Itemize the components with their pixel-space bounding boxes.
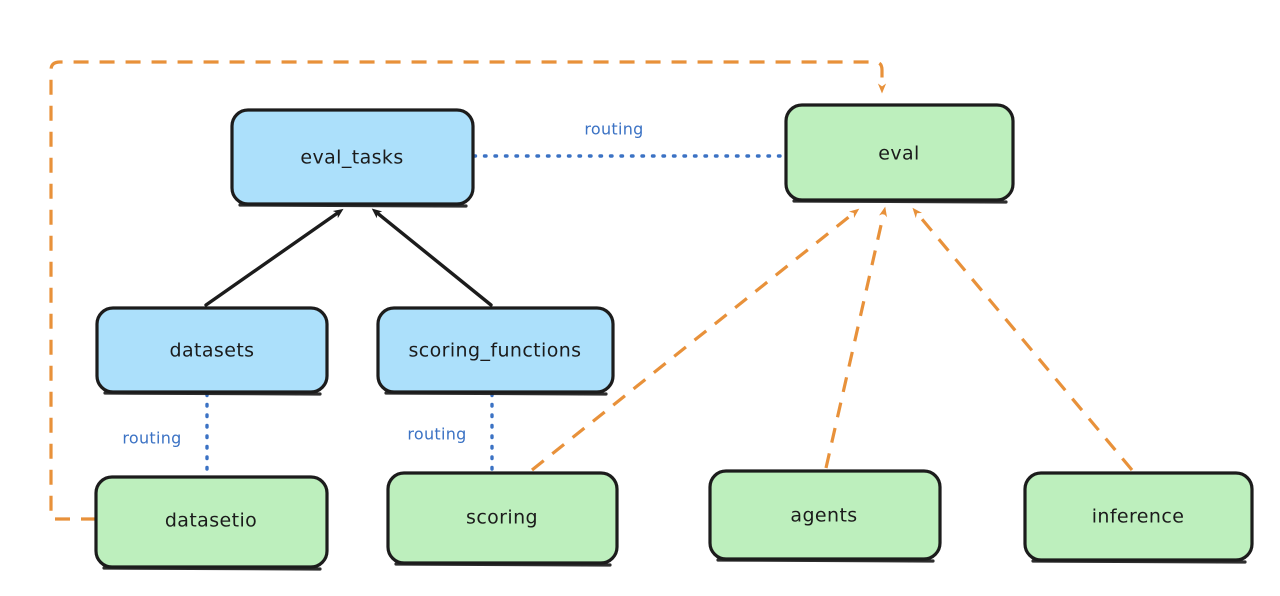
node-eval-shape [784,103,1015,202]
node-agents-shape [708,469,942,561]
node-scoring-shape [386,471,619,565]
node-inference-label: inference [1092,506,1185,528]
edge-scoring-eval [531,208,860,472]
node-scoring-label: scoring [466,507,538,529]
node-agents-label: agents [790,505,857,527]
node-eval-tasks-shape [230,108,475,206]
edge-datasetio-eval [49,60,887,521]
node-datasets-label: datasets [170,340,255,362]
node-inference-shape [1023,471,1254,562]
node-scoring[interactable]: scoring [386,471,619,567]
edges-layer [49,60,1134,521]
nodes-layer: eval_tasks eval datasets scoring_functio… [94,103,1254,571]
node-datasetio[interactable]: datasetio [94,475,329,571]
node-scoring-functions-label: scoring_functions [409,340,582,362]
node-scoring-functions[interactable]: scoring_functions [376,306,615,396]
node-datasetio-label: datasetio [165,510,257,532]
node-inference[interactable]: inference [1023,471,1254,564]
node-datasets[interactable]: datasets [95,306,329,396]
node-eval-label: eval [878,143,919,165]
node-datasetio-shape [94,475,329,569]
edge-labels-layer: routing routing routing [122,120,643,448]
node-eval-tasks[interactable]: eval_tasks [230,108,475,208]
edge-scoring-functions-eval-tasks [371,208,493,307]
node-datasets-shape [95,306,329,394]
edge-datasets-eval-tasks [204,208,344,307]
node-agents[interactable]: agents [708,469,942,563]
node-eval-tasks-label: eval_tasks [300,147,403,169]
node-scoring-functions-shape [376,306,615,394]
edge-label-routing-eval-tasks: routing [584,120,643,139]
edge-agents-eval [824,206,888,469]
edge-label-routing-scoring-functions: routing [407,425,466,444]
edge-label-routing-datasets: routing [122,429,181,448]
edge-inference-eval [912,207,1134,472]
node-eval[interactable]: eval [784,103,1015,204]
